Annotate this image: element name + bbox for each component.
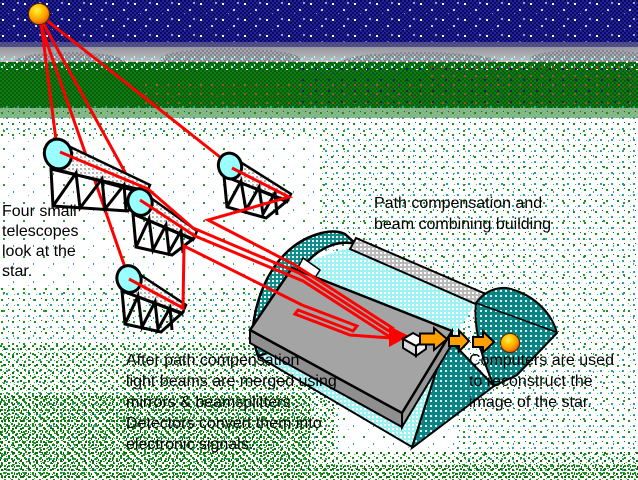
background-forest <box>0 56 638 138</box>
signal-arrows <box>419 325 496 355</box>
beam-from-telescope-1 <box>59 150 393 335</box>
label-line: Detectors convert them into <box>126 415 322 432</box>
label-line: beam combining building <box>374 216 551 233</box>
building-right-edge <box>410 335 496 451</box>
signal-arrow-icon-3 <box>472 329 496 355</box>
beam-from-telescope-2 <box>203 166 395 331</box>
signal-arrow-icon-1 <box>419 325 449 353</box>
beam-convergence-arrowhead <box>389 326 409 347</box>
signal-arrow-icon-2 <box>448 328 471 354</box>
building-interior-ceiling <box>291 247 476 336</box>
label-line: look at the <box>2 243 76 260</box>
label-beam-merging: After path compensation light beams are … <box>126 350 337 455</box>
label-line: electronic signals. <box>126 436 254 453</box>
label-line: telescopes <box>2 223 79 240</box>
label-line: to reconstruct the <box>469 373 593 390</box>
reconstructed-star-icon <box>500 333 520 353</box>
beam-from-telescope-3 <box>139 198 391 339</box>
label-building: Path compensation and beam combining bui… <box>374 193 551 235</box>
label-line: mirrors & beamsplitters . <box>126 394 300 411</box>
background-ground <box>0 126 638 480</box>
relay-beams <box>59 150 395 340</box>
label-four-telescopes: Four small telescopes look at the star. <box>2 202 79 282</box>
beam-from-telescope-4-delay-line <box>128 243 392 340</box>
label-line: image of the star. <box>469 394 592 411</box>
starlight-rays <box>38 17 226 274</box>
label-line: star. <box>2 263 33 280</box>
label-line: After path compensation <box>126 352 300 369</box>
label-line: Four small <box>2 203 77 220</box>
label-line: Path compensation and <box>374 195 543 212</box>
label-line: light beams are merged using <box>126 373 337 390</box>
label-line: Computers are used <box>469 352 614 369</box>
star-sphere-icon <box>28 3 50 25</box>
label-computers: Computers are used to reconstruct the im… <box>469 350 614 413</box>
